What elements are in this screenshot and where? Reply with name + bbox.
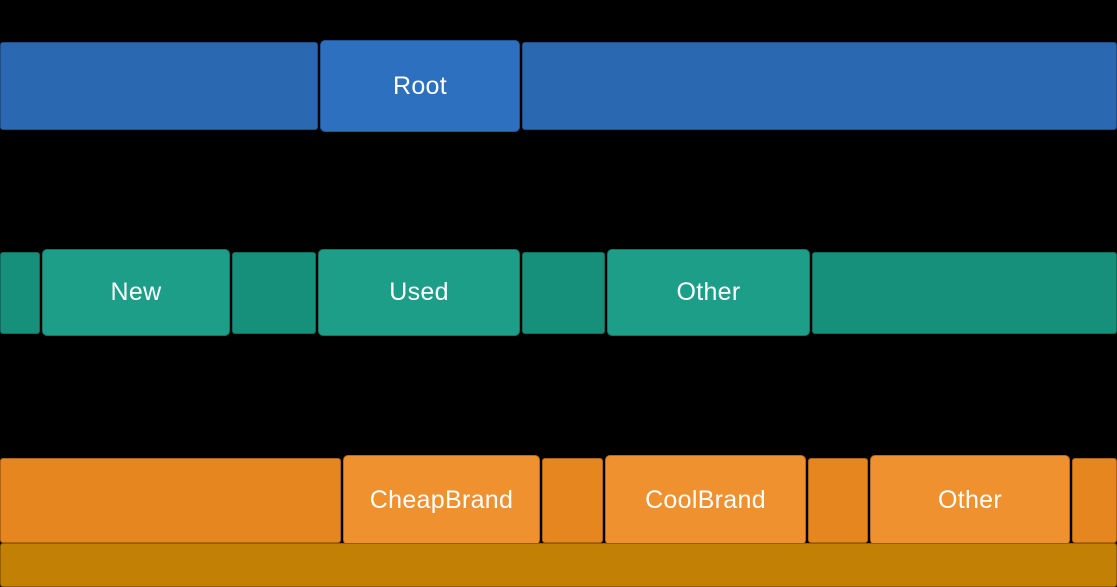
- strip-segment: [812, 252, 1117, 334]
- strip-segment: [0, 543, 1117, 587]
- node-label: CoolBrand: [645, 485, 766, 514]
- strip-segment: [232, 252, 316, 334]
- strip-segment: [0, 458, 341, 543]
- node-tile-other[interactable]: Other: [607, 249, 810, 336]
- strip-segment: [0, 42, 318, 130]
- strip-segment: [542, 458, 603, 543]
- strip-segment: [1072, 458, 1117, 543]
- node-tile-root[interactable]: Root: [320, 40, 520, 132]
- strip-segment: [522, 252, 605, 334]
- node-label: CheapBrand: [369, 485, 514, 514]
- strip-segment: [0, 252, 40, 334]
- strip-segment: [522, 42, 1117, 130]
- node-label: New: [110, 278, 162, 306]
- node-tile-used[interactable]: Used: [318, 249, 520, 336]
- node-tile-new[interactable]: New: [42, 249, 230, 336]
- node-label: Root: [392, 71, 447, 100]
- node-tile-coolbrand[interactable]: CoolBrand: [605, 455, 806, 545]
- strip-segment: [808, 458, 868, 543]
- node-label: Other: [676, 278, 741, 306]
- node-label: Used: [389, 278, 449, 306]
- node-label: Other: [937, 485, 1003, 514]
- node-tile-cheapbrand[interactable]: CheapBrand: [343, 455, 540, 545]
- node-tile-other[interactable]: Other: [870, 455, 1070, 545]
